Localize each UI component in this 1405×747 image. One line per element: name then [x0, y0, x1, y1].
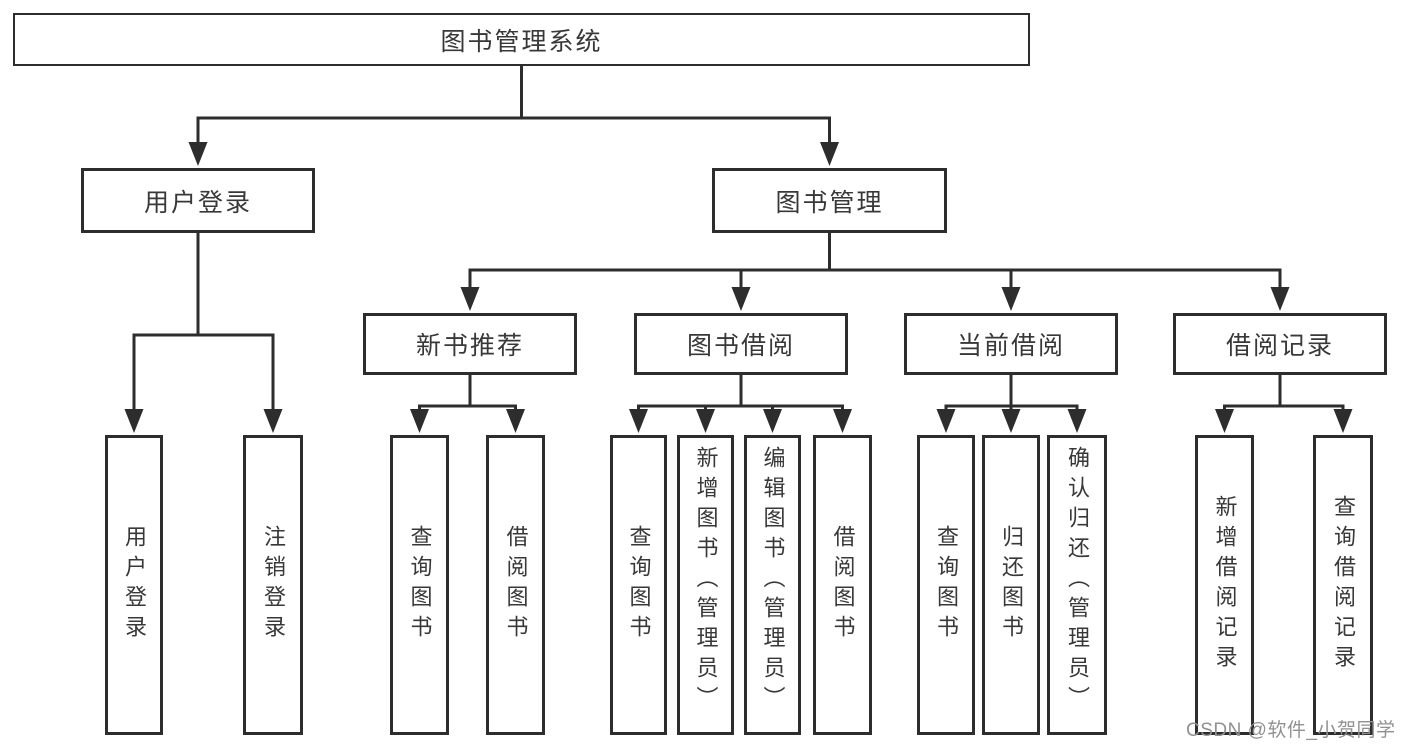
leaf-add-borrow-record: 新增借阅记录 — [1195, 435, 1254, 735]
arrowhead-icon — [936, 409, 956, 433]
leaf-add-books-admin: 新增图书（管理员） — [677, 435, 734, 735]
node-current-borrowing: 当前借阅 — [904, 313, 1118, 375]
arrowhead-icon — [1215, 409, 1234, 433]
leaf-return-books: 归还图书 — [982, 435, 1040, 735]
leaf-user-login: 用户登录 — [105, 435, 163, 735]
leaf-query-books-borrowing-label: 查询图书 — [626, 525, 652, 645]
watermark: CSDN @软件_小贺同学 — [1186, 720, 1396, 741]
connector — [124, 233, 283, 433]
arrowhead-icon — [1270, 287, 1290, 311]
node-user-login-label: 用户登录 — [143, 188, 252, 217]
arrowhead-icon — [410, 409, 429, 433]
arrowhead-icon — [263, 409, 283, 433]
leaf-borrow-books-borrowing-label: 借阅图书 — [830, 525, 856, 645]
leaf-edit-books-admin: 编辑图书（管理员） — [744, 435, 801, 735]
arrowhead-icon — [696, 409, 715, 433]
arrowhead-icon — [1001, 409, 1021, 433]
connector — [460, 233, 1290, 311]
connector — [1215, 375, 1353, 433]
leaf-confirm-return-admin-label: 确认归还（管理员） — [1065, 446, 1090, 716]
node-current-borrowing-label: 当前借阅 — [956, 332, 1065, 360]
leaf-add-borrow-record-label: 新增借阅记录 — [1212, 495, 1238, 675]
leaf-confirm-return-admin: 确认归还（管理员） — [1047, 435, 1107, 735]
node-book-management-label: 图书管理 — [775, 188, 884, 217]
arrowhead-icon — [1333, 409, 1353, 433]
leaf-borrow-books-borrowing: 借阅图书 — [813, 435, 872, 735]
leaf-borrow-books-recommend-label: 借阅图书 — [503, 525, 529, 645]
arrowhead-icon — [506, 409, 525, 433]
leaf-query-borrow-record-label: 查询借阅记录 — [1331, 495, 1356, 675]
arrowhead-icon — [629, 409, 648, 433]
arrowhead-icon — [731, 287, 751, 311]
arrowhead-icon — [188, 142, 208, 166]
leaf-return-books-label: 归还图书 — [999, 525, 1024, 645]
node-library-system-label: 图书管理系统 — [440, 27, 603, 56]
leaf-edit-books-admin-label: 编辑图书（管理员） — [760, 446, 786, 716]
arrowhead-icon — [1067, 409, 1087, 433]
arrowhead-icon — [124, 409, 144, 433]
leaf-add-books-admin-label: 新增图书（管理员） — [693, 446, 719, 716]
node-book-borrowing-label: 图书借阅 — [686, 332, 795, 360]
node-book-borrowing: 图书借阅 — [634, 313, 848, 375]
arrowhead-icon — [820, 142, 839, 166]
connector — [410, 375, 525, 433]
node-borrowing-records: 借阅记录 — [1173, 313, 1387, 375]
leaf-user-login-label: 用户登录 — [122, 525, 147, 645]
leaf-logout: 注销登录 — [243, 435, 303, 735]
connector — [188, 66, 839, 166]
leaf-query-books-borrowing: 查询图书 — [610, 435, 667, 735]
arrowhead-icon — [833, 409, 852, 433]
node-user-login: 用户登录 — [81, 168, 315, 233]
node-book-management: 图书管理 — [712, 168, 947, 233]
arrowhead-icon — [460, 287, 480, 311]
node-new-book-recommendation-label: 新书推荐 — [415, 332, 524, 360]
leaf-query-borrow-record: 查询借阅记录 — [1313, 435, 1373, 735]
leaf-query-books-current-label: 查询图书 — [934, 525, 959, 645]
leaf-query-books-recommend: 查询图书 — [390, 435, 449, 735]
arrowhead-icon — [1001, 287, 1021, 311]
node-library-system: 图书管理系统 — [13, 13, 1030, 66]
leaf-borrow-books-recommend: 借阅图书 — [486, 435, 545, 735]
leaf-query-books-recommend-label: 查询图书 — [407, 525, 433, 645]
leaf-query-books-current: 查询图书 — [917, 435, 975, 735]
connector — [936, 375, 1087, 433]
node-new-book-recommendation: 新书推荐 — [363, 313, 577, 375]
node-borrowing-records-label: 借阅记录 — [1225, 332, 1334, 360]
connector — [629, 375, 852, 433]
leaf-logout-label: 注销登录 — [261, 525, 286, 645]
arrowhead-icon — [763, 409, 782, 433]
